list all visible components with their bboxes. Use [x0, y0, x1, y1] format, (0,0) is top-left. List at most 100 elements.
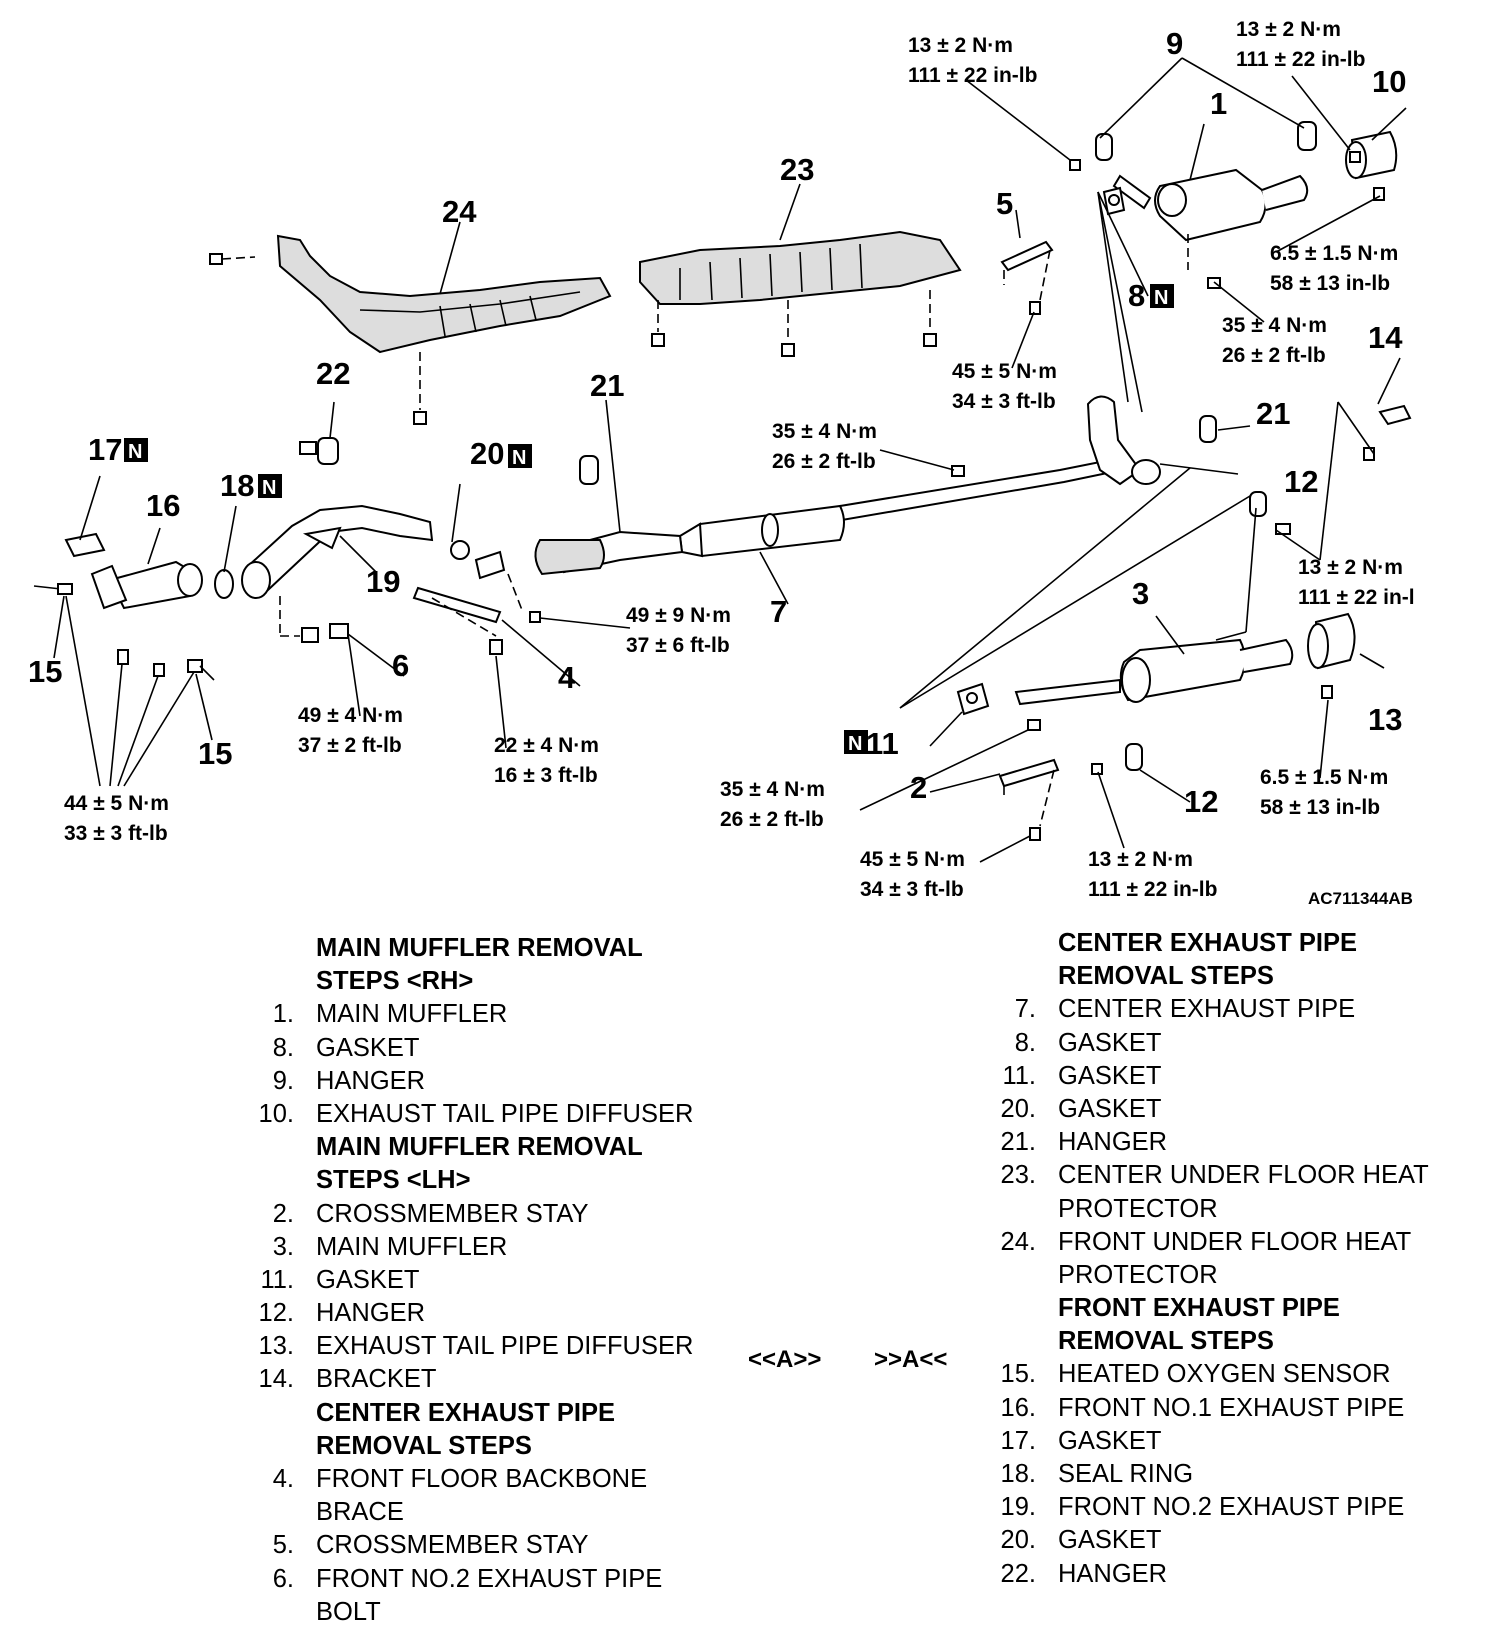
step-text: FRONT UNDER FLOOR HEAT	[1058, 1227, 1412, 1256]
section-header-text: MAIN MUFFLER REMOVAL	[316, 1133, 643, 1162]
torque-line: 35 ± 4 N·m	[1222, 314, 1327, 337]
step-text: CROSSMEMBER STAY	[316, 1531, 589, 1560]
step-number: 18.	[1000, 1460, 1036, 1488]
step-text: BRACE	[316, 1498, 404, 1527]
step-text: CENTER EXHAUST PIPE	[1058, 995, 1356, 1024]
section-header-text: CENTER EXHAUST PIPE	[316, 1398, 615, 1427]
torque-specs: 13 ± 2 N·m 111 ± 22 in-lb 13 ± 2 N·m 111…	[64, 18, 1415, 901]
torque-line: 33 ± 3 ft-lb	[64, 822, 168, 845]
callout-6: 6	[392, 648, 409, 683]
step-number: 6.	[272, 1564, 294, 1593]
section-header-text: REMOVAL STEPS	[1058, 962, 1274, 991]
n-mark-8: N	[1154, 287, 1168, 309]
callout-1: 1	[1210, 86, 1227, 121]
callout-15-right: 15	[198, 736, 232, 771]
torque-line: 35 ± 4 N·m	[720, 778, 825, 801]
bolt-icon	[413, 411, 427, 425]
callout-8: 8	[1128, 278, 1145, 313]
step-item: 8.GASKET	[996, 1027, 1496, 1060]
torque-line: 26 ± 2 ft-lb	[720, 808, 824, 831]
step-text: SEAL RING	[1058, 1460, 1194, 1488]
step-item: BOLT	[254, 1596, 734, 1629]
step-number: 20.	[1000, 1094, 1036, 1123]
step-text: FRONT NO.2 EXHAUST PIPE	[1058, 1493, 1405, 1522]
torque-line: 34 ± 3 ft-lb	[860, 878, 964, 901]
torque-line: 111 ± 22 in-lb	[1088, 878, 1217, 901]
step-item: 11.GASKET	[254, 1264, 734, 1297]
callout-16: 16	[146, 488, 180, 523]
step-number: 9.	[272, 1066, 294, 1095]
step-number: 17.	[1000, 1426, 1036, 1455]
figure-reference: AC711344AB	[1308, 889, 1413, 908]
step-text: GASKET	[1058, 1426, 1162, 1455]
step-text: HEATED OXYGEN SENSOR	[1058, 1360, 1391, 1389]
callout-5: 5	[996, 186, 1013, 221]
bracket-14	[1363, 404, 1412, 461]
torque-line: 13 ± 2 N·m	[908, 34, 1013, 57]
callout-21-left: 21	[590, 368, 624, 403]
step-text: MAIN MUFFLER	[316, 1000, 508, 1029]
torque-line: 58 ± 13 in-lb	[1260, 796, 1380, 819]
step-item: 3.MAIN MUFFLER	[254, 1231, 734, 1264]
callout-9: 9	[1166, 26, 1183, 61]
step-item: 24.FRONT UNDER FLOOR HEAT	[996, 1226, 1496, 1259]
seal-ring-18	[214, 569, 234, 599]
bolt-icon	[209, 253, 256, 265]
section-header-text: REMOVAL STEPS	[1058, 1327, 1274, 1356]
step-text: PROTECTOR	[1058, 1194, 1218, 1223]
torque-line: 111 ± 22 in-l	[1298, 586, 1415, 609]
step-item: 5.CROSSMEMBER STAY	[254, 1529, 734, 1562]
step-item: 6.FRONT NO.2 EXHAUST PIPE	[254, 1563, 734, 1596]
section-header: FRONT EXHAUST PIPE	[996, 1292, 1496, 1325]
callout-12-upper: 12	[1284, 464, 1318, 499]
reference-mark-left: <<A>>	[748, 1346, 822, 1373]
center-underfloor-heat-protector	[639, 230, 962, 305]
torque-line: 22 ± 4 N·m	[494, 734, 599, 757]
torque-line: 6.5 ± 1.5 N·m	[1260, 766, 1388, 789]
step-text: EXHAUST TAIL PIPE DIFFUSER	[316, 1332, 694, 1361]
callout-2: 2	[910, 770, 927, 805]
front-underfloor-heat-protector	[276, 234, 612, 354]
callout-19: 19	[366, 564, 400, 599]
step-item: 19. FRONT NO.2 EXHAUST PIPE	[996, 1491, 1496, 1524]
n-mark-17: N	[128, 441, 142, 463]
n-mark-20: N	[512, 447, 526, 469]
callout-12-lower: 12	[1184, 784, 1218, 819]
step-number: 19.	[1000, 1493, 1036, 1522]
step-text: CENTER UNDER FLOOR HEAT	[1058, 1161, 1429, 1190]
n-mark-11: N	[848, 733, 862, 755]
step-item: 10.EXHAUST TAIL PIPE DIFFUSER	[254, 1098, 734, 1131]
torque-line: 13 ± 2 N·m	[1088, 848, 1193, 871]
gasket-17	[64, 532, 106, 558]
section-header-text: STEPS <RH>	[316, 967, 474, 996]
step-number: 14.	[258, 1365, 294, 1394]
oxygen-sensor-icon	[33, 583, 215, 681]
callout-4: 4	[558, 660, 576, 695]
step-text: HANGER	[316, 1066, 426, 1095]
section-header: MAIN MUFFLER REMOVAL	[254, 1131, 734, 1164]
section-header: CENTER EXHAUST PIPE	[254, 1397, 734, 1430]
step-text: BRACKET	[316, 1365, 437, 1394]
backbone-brace	[412, 586, 503, 655]
step-text: GASKET	[316, 1265, 420, 1294]
step-text: HANGER	[1058, 1559, 1168, 1588]
step-number: 20.	[1000, 1526, 1036, 1555]
crossmember-stay-lh	[998, 758, 1060, 841]
torque-line: 6.5 ± 1.5 N·m	[1270, 242, 1398, 265]
callout-24: 24	[442, 194, 477, 229]
step-text: HANGER	[316, 1299, 426, 1328]
n-mark-18: N	[262, 477, 276, 499]
torque-line: 49 ± 4 N·m	[298, 704, 403, 727]
exhaust-exploded-diagram: 1 2 3 4 5 6 7 8 9 10 11 12 12 13 14 15 1…	[28, 18, 1415, 908]
step-item: 11.GASKET	[996, 1060, 1496, 1093]
callout-13: 13	[1368, 702, 1402, 737]
step-text: GASKET	[1058, 1061, 1162, 1090]
hanger-21	[579, 415, 1217, 485]
step-text: FRONT NO.1 EXHAUST PIPE	[1058, 1393, 1405, 1422]
callout-22: 22	[316, 356, 350, 391]
callout-21-right: 21	[1256, 396, 1290, 431]
step-text: CROSSMEMBER STAY	[316, 1199, 589, 1228]
torque-line: 111 ± 22 in-lb	[908, 64, 1037, 87]
callout-17: 17	[88, 432, 122, 467]
